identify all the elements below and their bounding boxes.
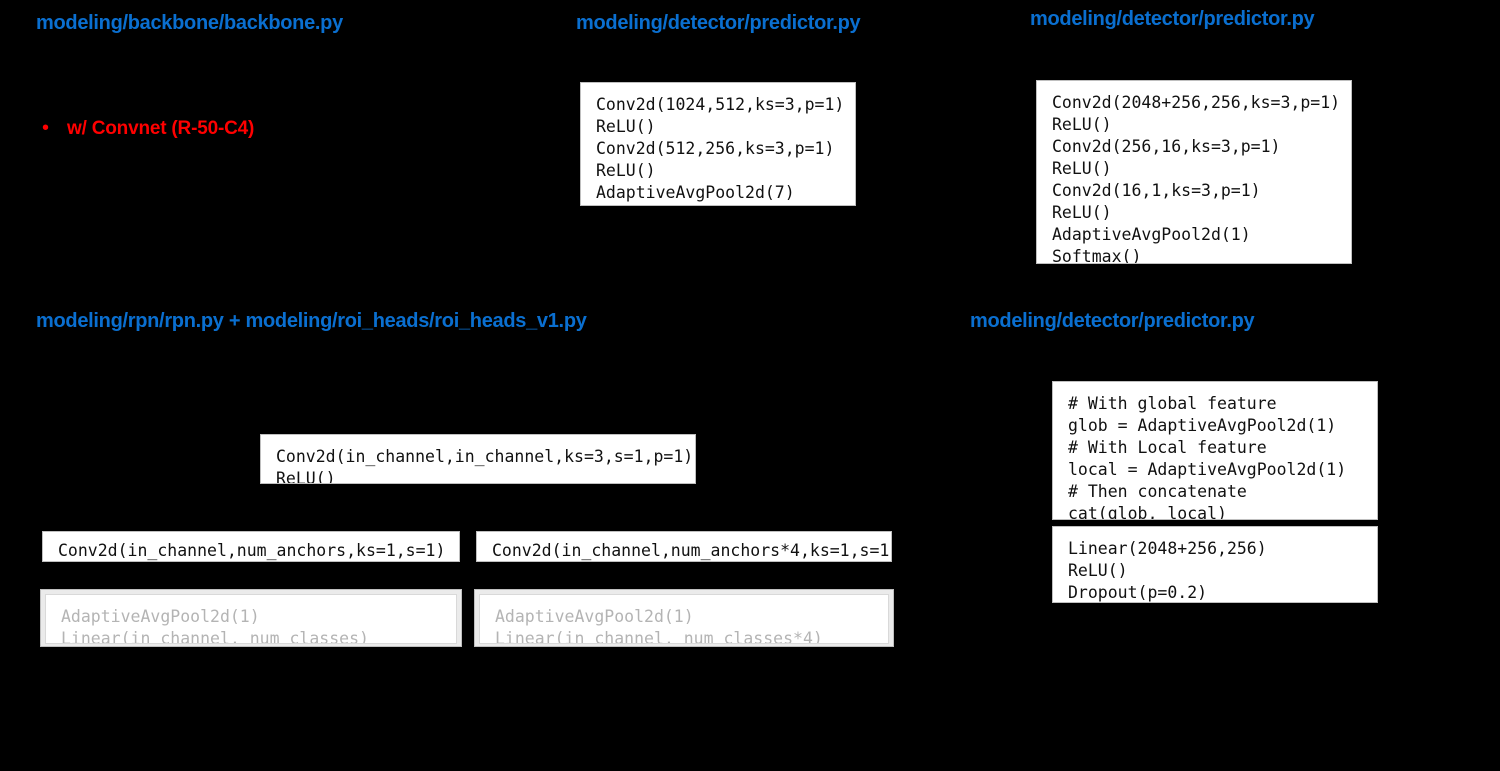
code-box-rpn-head-conv: Conv2d(in_channel,in_channel,ks=3,s=1,p=… [260, 434, 696, 484]
code-box-rpn-objectness: Conv2d(in_channel,num_anchors,ks=1,s=1) [42, 531, 460, 562]
heading-predictor-bottom-right: modeling/detector/predictor.py [970, 310, 1255, 332]
code-box-predictor-top-mid: Conv2d(1024,512,ks=3,p=1) ReLU() Conv2d(… [580, 82, 856, 206]
heading-predictor-top-mid: modeling/detector/predictor.py [576, 12, 861, 34]
code-box-linear-head: Linear(2048+256,256) ReLU() Dropout(p=0.… [1052, 526, 1378, 603]
code-box-rpn-bbox: Conv2d(in_channel,num_anchors*4,ks=1,s=1… [476, 531, 892, 562]
bullet-item-convnet: • w/ Convnet (R-50-C4) [42, 118, 254, 140]
bullet-label-convnet: w/ Convnet (R-50-C4) [67, 118, 255, 139]
code-box-global-local-feature: # With global feature glob = AdaptiveAvg… [1052, 381, 1378, 520]
heading-backbone: modeling/backbone/backbone.py [36, 12, 343, 34]
code-box-predictor-top-right: Conv2d(2048+256,256,ks=3,p=1) ReLU() Con… [1036, 80, 1352, 264]
heading-predictor-top-right: modeling/detector/predictor.py [1030, 8, 1315, 30]
bullet-marker-icon: • [42, 117, 50, 139]
code-box-roi-reg: AdaptiveAvgPool2d(1) Linear(in_channel, … [479, 594, 889, 644]
code-box-roi-cls: AdaptiveAvgPool2d(1) Linear(in_channel, … [45, 594, 457, 644]
heading-rpn-roi-heads: modeling/rpn/rpn.py + modeling/roi_heads… [36, 310, 587, 332]
